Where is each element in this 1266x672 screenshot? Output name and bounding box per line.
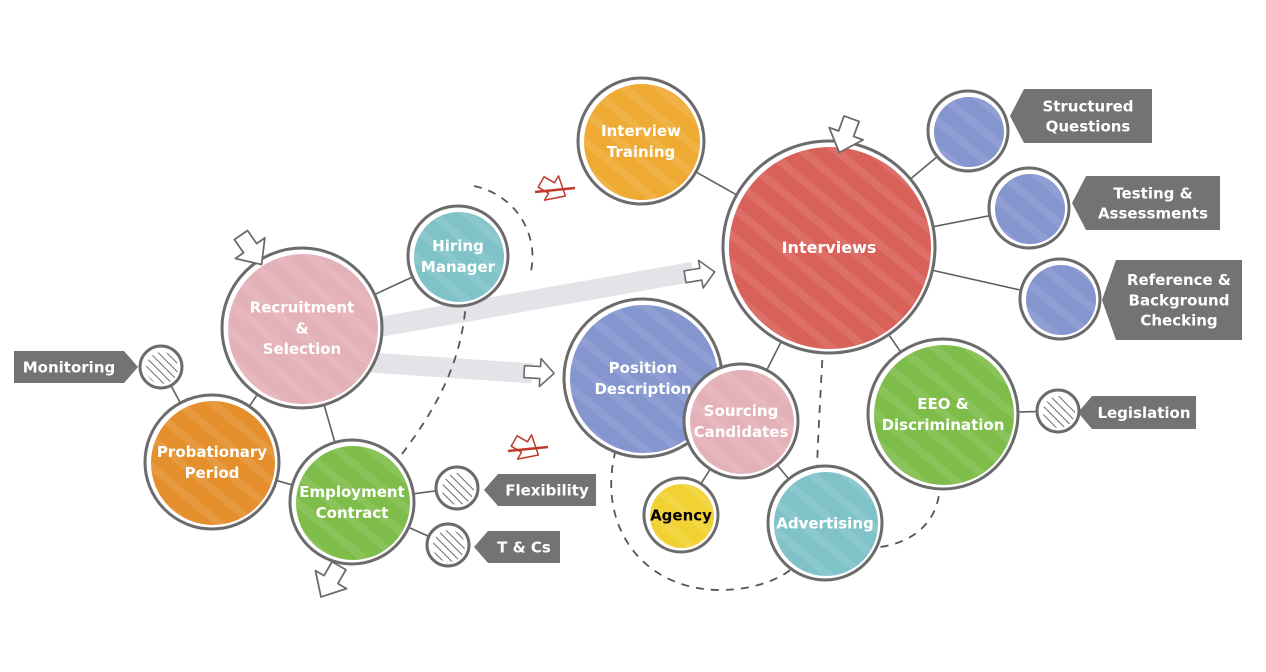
node-label: Discrimination [882, 416, 1005, 434]
flow-arrow-icon [683, 259, 716, 289]
tag-legislation[interactable]: Legislation [1078, 396, 1196, 429]
tag-label: Questions [1046, 118, 1131, 136]
node-fill [146, 352, 178, 384]
node-label: Employment [299, 483, 405, 501]
tag-label: Legislation [1097, 404, 1190, 422]
node-texture [584, 84, 700, 200]
node-label: Candidates [694, 423, 789, 441]
tag-label: Background [1129, 291, 1230, 309]
node-fill [1043, 396, 1075, 428]
tag-monitoring[interactable]: Monitoring [14, 351, 138, 383]
tag-label: Structured [1042, 97, 1133, 115]
node-label: Advertising [776, 514, 874, 532]
node-label: Agency [650, 506, 712, 524]
nodes: Recruitment & Selection HiringManagerProbat… [138, 76, 1102, 582]
node-recruitment[interactable]: Recruitment & Selection [220, 246, 384, 410]
node-label: Interview [601, 122, 681, 140]
blocked-arrow-icon [507, 434, 549, 460]
tag-shape [1078, 396, 1196, 429]
exit-arrow-icon [314, 560, 348, 598]
entry-arrow-icon [233, 229, 266, 266]
node-structured[interactable] [926, 89, 1010, 173]
flow-band-recruitment-interviews [360, 262, 695, 340]
tag-label: Reference & [1127, 271, 1231, 289]
node-testing[interactable] [987, 166, 1071, 250]
node-texture [151, 401, 275, 525]
tag-shape [14, 351, 138, 383]
node-label: Description [594, 380, 691, 398]
tag-label: Checking [1140, 312, 1217, 330]
node-advertising[interactable]: Advertising [766, 464, 884, 582]
node-label: Contract [316, 504, 389, 522]
node-label: Manager [421, 258, 496, 276]
tag-label: Flexibility [505, 481, 589, 499]
dashed-arc [473, 185, 534, 276]
tag-label: Testing & [1113, 184, 1192, 202]
tag-shape [1072, 176, 1220, 230]
node-label: Selection [263, 340, 341, 358]
node-texture [729, 147, 931, 349]
node-texture [774, 472, 878, 576]
node-texture [296, 446, 410, 560]
tag-flexibility[interactable]: Flexibility [484, 474, 596, 506]
node-texture [414, 212, 504, 302]
tag-label: Monitoring [23, 358, 115, 376]
node-flexibility_dot[interactable] [434, 465, 480, 511]
node-label: Recruitment [250, 299, 355, 317]
node-label: Training [607, 143, 675, 161]
tag-shape [474, 531, 560, 563]
node-reference[interactable] [1018, 257, 1102, 341]
tag-label: Assessments [1098, 205, 1208, 223]
flow-band-recruitment-position [361, 352, 533, 384]
tag-tcs[interactable]: T & Cs [474, 531, 560, 563]
tag-testing[interactable]: Testing & Assessments [1072, 176, 1220, 230]
node-texture [690, 370, 794, 474]
node-texture [228, 254, 378, 404]
node-interviews[interactable]: Interviews [721, 139, 937, 355]
entry-arrow-icon [828, 115, 864, 154]
node-fill [442, 473, 474, 505]
node-label: Sourcing [704, 402, 779, 420]
tag-shape [1102, 260, 1242, 340]
node-fill [433, 530, 465, 562]
blocked-arrow-icon [534, 175, 576, 201]
node-label: Probationary [157, 443, 267, 461]
node-label: Interviews [782, 238, 877, 257]
node-texture [570, 305, 718, 453]
dashed-flow-position-advertising [610, 435, 801, 591]
node-eeo[interactable]: EEO & Discrimination [866, 337, 1020, 491]
node-texture [874, 345, 1014, 485]
node-texture [995, 174, 1065, 244]
markers [233, 115, 864, 598]
node-label: EEO & [917, 395, 969, 413]
node-texture [934, 97, 1004, 167]
node-texture [650, 484, 714, 548]
node-label: Position [609, 359, 678, 377]
node-tcs_dot[interactable] [425, 522, 471, 568]
node-label: & [295, 319, 308, 337]
tag-label: T & Cs [497, 538, 551, 556]
node-label: Period [185, 464, 240, 482]
node-agency[interactable]: Agency [642, 476, 720, 554]
tag-shape [1010, 89, 1152, 143]
flow-arrow-icon [523, 357, 555, 388]
node-monitoring_dot[interactable] [138, 344, 184, 390]
node-label: Hiring [432, 237, 484, 255]
node-legislation_dot[interactable] [1035, 388, 1081, 434]
flow-bands [360, 259, 716, 388]
node-texture [1026, 265, 1096, 335]
tag-shape [484, 474, 596, 506]
